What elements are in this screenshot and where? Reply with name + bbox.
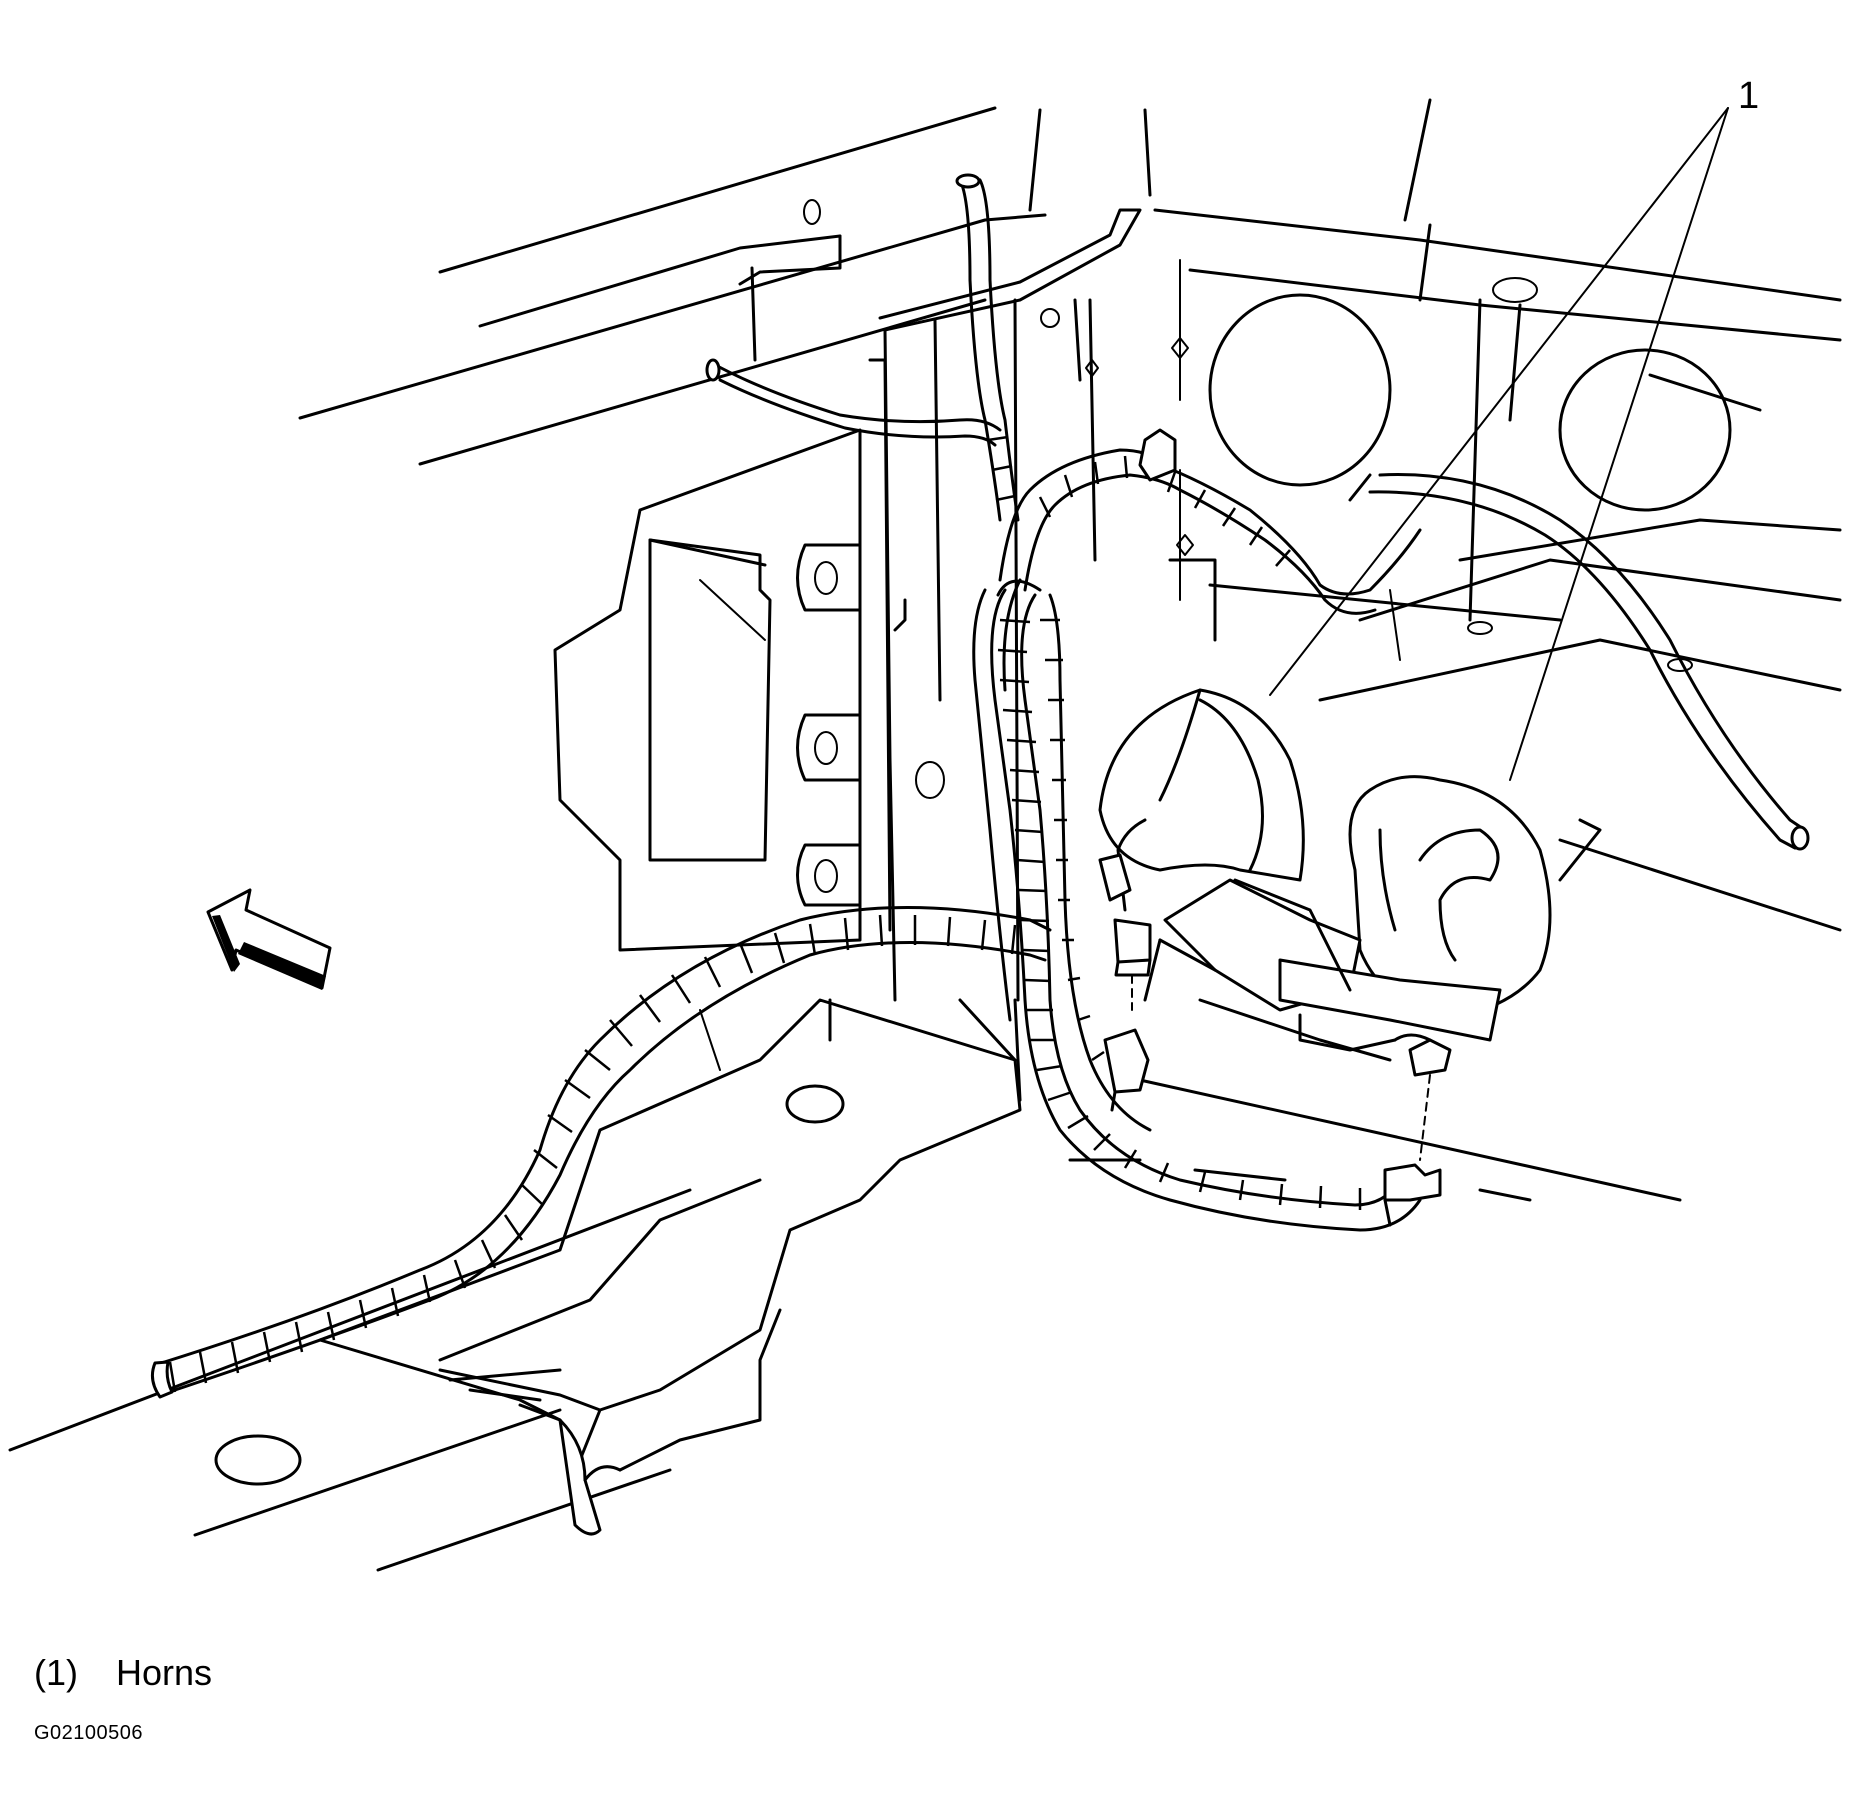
right-cross-member (1153, 208, 1842, 932)
callout-number: 1 (1738, 75, 1759, 117)
horn-left (1098, 688, 1305, 912)
mounting-bracket (553, 358, 945, 952)
horn-connector-lower (1103, 1028, 1150, 1112)
horn-feed-harness (705, 173, 1810, 851)
legend-item-number: (1) (34, 1652, 78, 1693)
upper-body-panel (298, 98, 1432, 466)
view-direction-arrow (206, 888, 332, 990)
frame-rail (8, 758, 1682, 1572)
legend: (1) Horns (34, 1652, 212, 1694)
wiring-harness (150, 906, 1052, 1399)
figure-id: G02100506 (34, 1722, 144, 1744)
callout-leader-right (1509, 107, 1729, 781)
harness-branch (972, 578, 1422, 1232)
legend-item-label: Horns (116, 1652, 213, 1693)
callout-1: 1 (1269, 75, 1759, 781)
horn-connector-upper (1113, 918, 1152, 1011)
horn-connector-right (1383, 1038, 1452, 1227)
horn-location-diagram: 1 (8, 75, 1842, 1572)
callout-leader-left (1269, 107, 1729, 696)
horn-right (1143, 775, 1552, 1062)
